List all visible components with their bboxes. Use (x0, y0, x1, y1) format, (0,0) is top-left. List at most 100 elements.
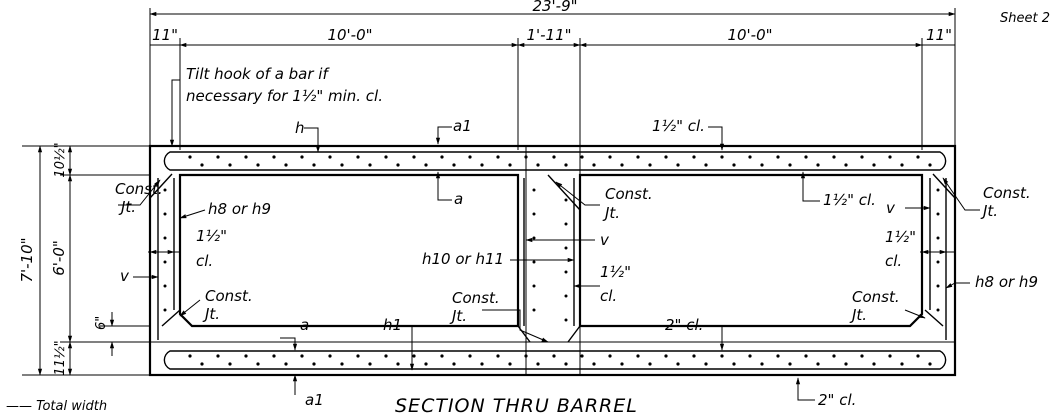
sheet-label: Sheet 2 (1000, 11, 1050, 26)
label-cl-left-2: cl. (196, 252, 213, 270)
label-h1: h1 (383, 316, 402, 334)
rebar-dot (564, 198, 568, 202)
rebar-dot (200, 362, 204, 366)
rebar-dot (936, 284, 940, 288)
rebar-dot (508, 362, 512, 366)
rebar-dot (748, 354, 752, 358)
rebar-dot (412, 155, 416, 159)
rebar-dots (163, 155, 940, 366)
rebar-dot (888, 354, 892, 358)
rebar-dot (676, 362, 680, 366)
rebar-dot (788, 362, 792, 366)
rebar-dot (272, 155, 276, 159)
rebar-dot (188, 155, 192, 159)
rebar-dot (704, 163, 708, 167)
rebar-dot (844, 163, 848, 167)
rebar-dot (936, 188, 940, 192)
label-constjt-tl-1: Const. (115, 180, 163, 198)
rebar-dot (620, 362, 624, 366)
top-dimensions (149, 8, 956, 150)
reinforcement-bars (149, 151, 956, 370)
rebar-dot (424, 362, 428, 366)
rebar-dot (928, 163, 932, 167)
rebar-dot (936, 236, 940, 240)
label-cl-mid-2: cl. (600, 287, 617, 305)
rebar-dot (368, 163, 372, 167)
rebar-dot (312, 362, 316, 366)
rebar-dot (608, 354, 612, 358)
rebar-dot (664, 155, 668, 159)
rebar-dot (776, 354, 780, 358)
rebar-dot (692, 155, 696, 159)
dim-outer-right: 11" (926, 26, 952, 44)
label-constjt-mid-bot-2: Jt. (449, 307, 467, 325)
label-v-right: v (886, 199, 896, 217)
rebar-dot (300, 155, 304, 159)
dim-span-right: 10'-0" (727, 26, 772, 44)
rebar-dot (648, 362, 652, 366)
rebar-dot (720, 354, 724, 358)
label-v-mid: v (600, 231, 610, 249)
rebar-dot (396, 362, 400, 366)
title-prefix: —— Total width (6, 399, 107, 413)
rebar-dot (760, 362, 764, 366)
rebar-dot (844, 362, 848, 366)
rebar-dot (832, 354, 836, 358)
rebar-dot (804, 155, 808, 159)
rebar-dot (676, 163, 680, 167)
rebar-dot (804, 354, 808, 358)
label-a-bot: a (300, 316, 309, 334)
rebar-dot (532, 236, 536, 240)
rebar-dot (452, 163, 456, 167)
rebar-dot (384, 354, 388, 358)
rebar-dot (396, 163, 400, 167)
label-cl-bot2: 2" cl. (818, 391, 856, 409)
rebar-dot (776, 155, 780, 159)
dim-top-slab: 10½" (53, 142, 68, 177)
rebar-dot (272, 354, 276, 358)
label-cl-top2: 1½" cl. (823, 191, 876, 209)
rebar-dot (860, 155, 864, 159)
rebar-dot (552, 354, 556, 358)
rebar-dot (496, 354, 500, 358)
label-constjt-br-2: Jt. (849, 306, 867, 324)
rebar-dot (916, 354, 920, 358)
rebar-dot (636, 354, 640, 358)
rebar-dot (163, 236, 167, 240)
rebar-dot (900, 163, 904, 167)
rebar-dot (424, 163, 428, 167)
label-constjt-tr-2: Jt. (980, 202, 998, 220)
label-constjt-tl-2: Jt. (118, 198, 136, 216)
label-h8h9-left: h8 or h9 (208, 200, 271, 218)
dim-haunch: 6" (94, 316, 109, 330)
rebar-dot (816, 362, 820, 366)
rebar-dot (480, 163, 484, 167)
dim-clear-height: 6'-0" (50, 240, 68, 276)
rebar-dot (760, 163, 764, 167)
rebar-dot (872, 163, 876, 167)
drawing-title: SECTION THRU BARREL (395, 395, 638, 413)
rebar-dot (508, 163, 512, 167)
rebar-dot (163, 260, 167, 264)
label-cl-left-1: 1½" (196, 227, 227, 245)
rebar-dot (468, 155, 472, 159)
label-cl-bot: 2" cl. (665, 316, 703, 334)
rebar-dot (664, 354, 668, 358)
rebar-dot (328, 354, 332, 358)
rebar-dot (256, 163, 260, 167)
rebar-dot (532, 308, 536, 312)
note-tilt-hook-2: necessary for 1½" min. cl. (186, 87, 383, 105)
dim-total-height: 7'-10" (18, 237, 36, 282)
rebar-dot (188, 354, 192, 358)
left-dimensions (22, 145, 150, 376)
rebar-dot (704, 362, 708, 366)
rebar-dot (440, 354, 444, 358)
label-h8h9-right: h8 or h9 (975, 273, 1038, 291)
rebar-dot (163, 284, 167, 288)
rebar-dot (163, 212, 167, 216)
rebar-dot (832, 155, 836, 159)
rebar-dot (256, 362, 260, 366)
rebar-dot (536, 362, 540, 366)
rebar-dot (580, 155, 584, 159)
label-constjt-mid-top-1: Const. (605, 185, 653, 203)
